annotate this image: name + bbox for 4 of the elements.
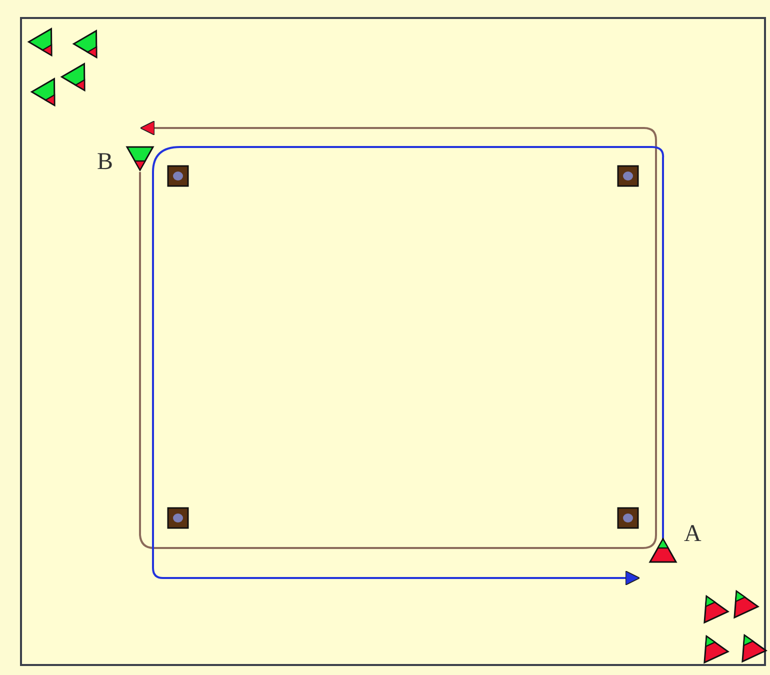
player-label: B <box>97 150 114 174</box>
player-label: A <box>684 522 702 546</box>
path-arrow <box>139 120 657 549</box>
path-arrow <box>152 146 664 586</box>
